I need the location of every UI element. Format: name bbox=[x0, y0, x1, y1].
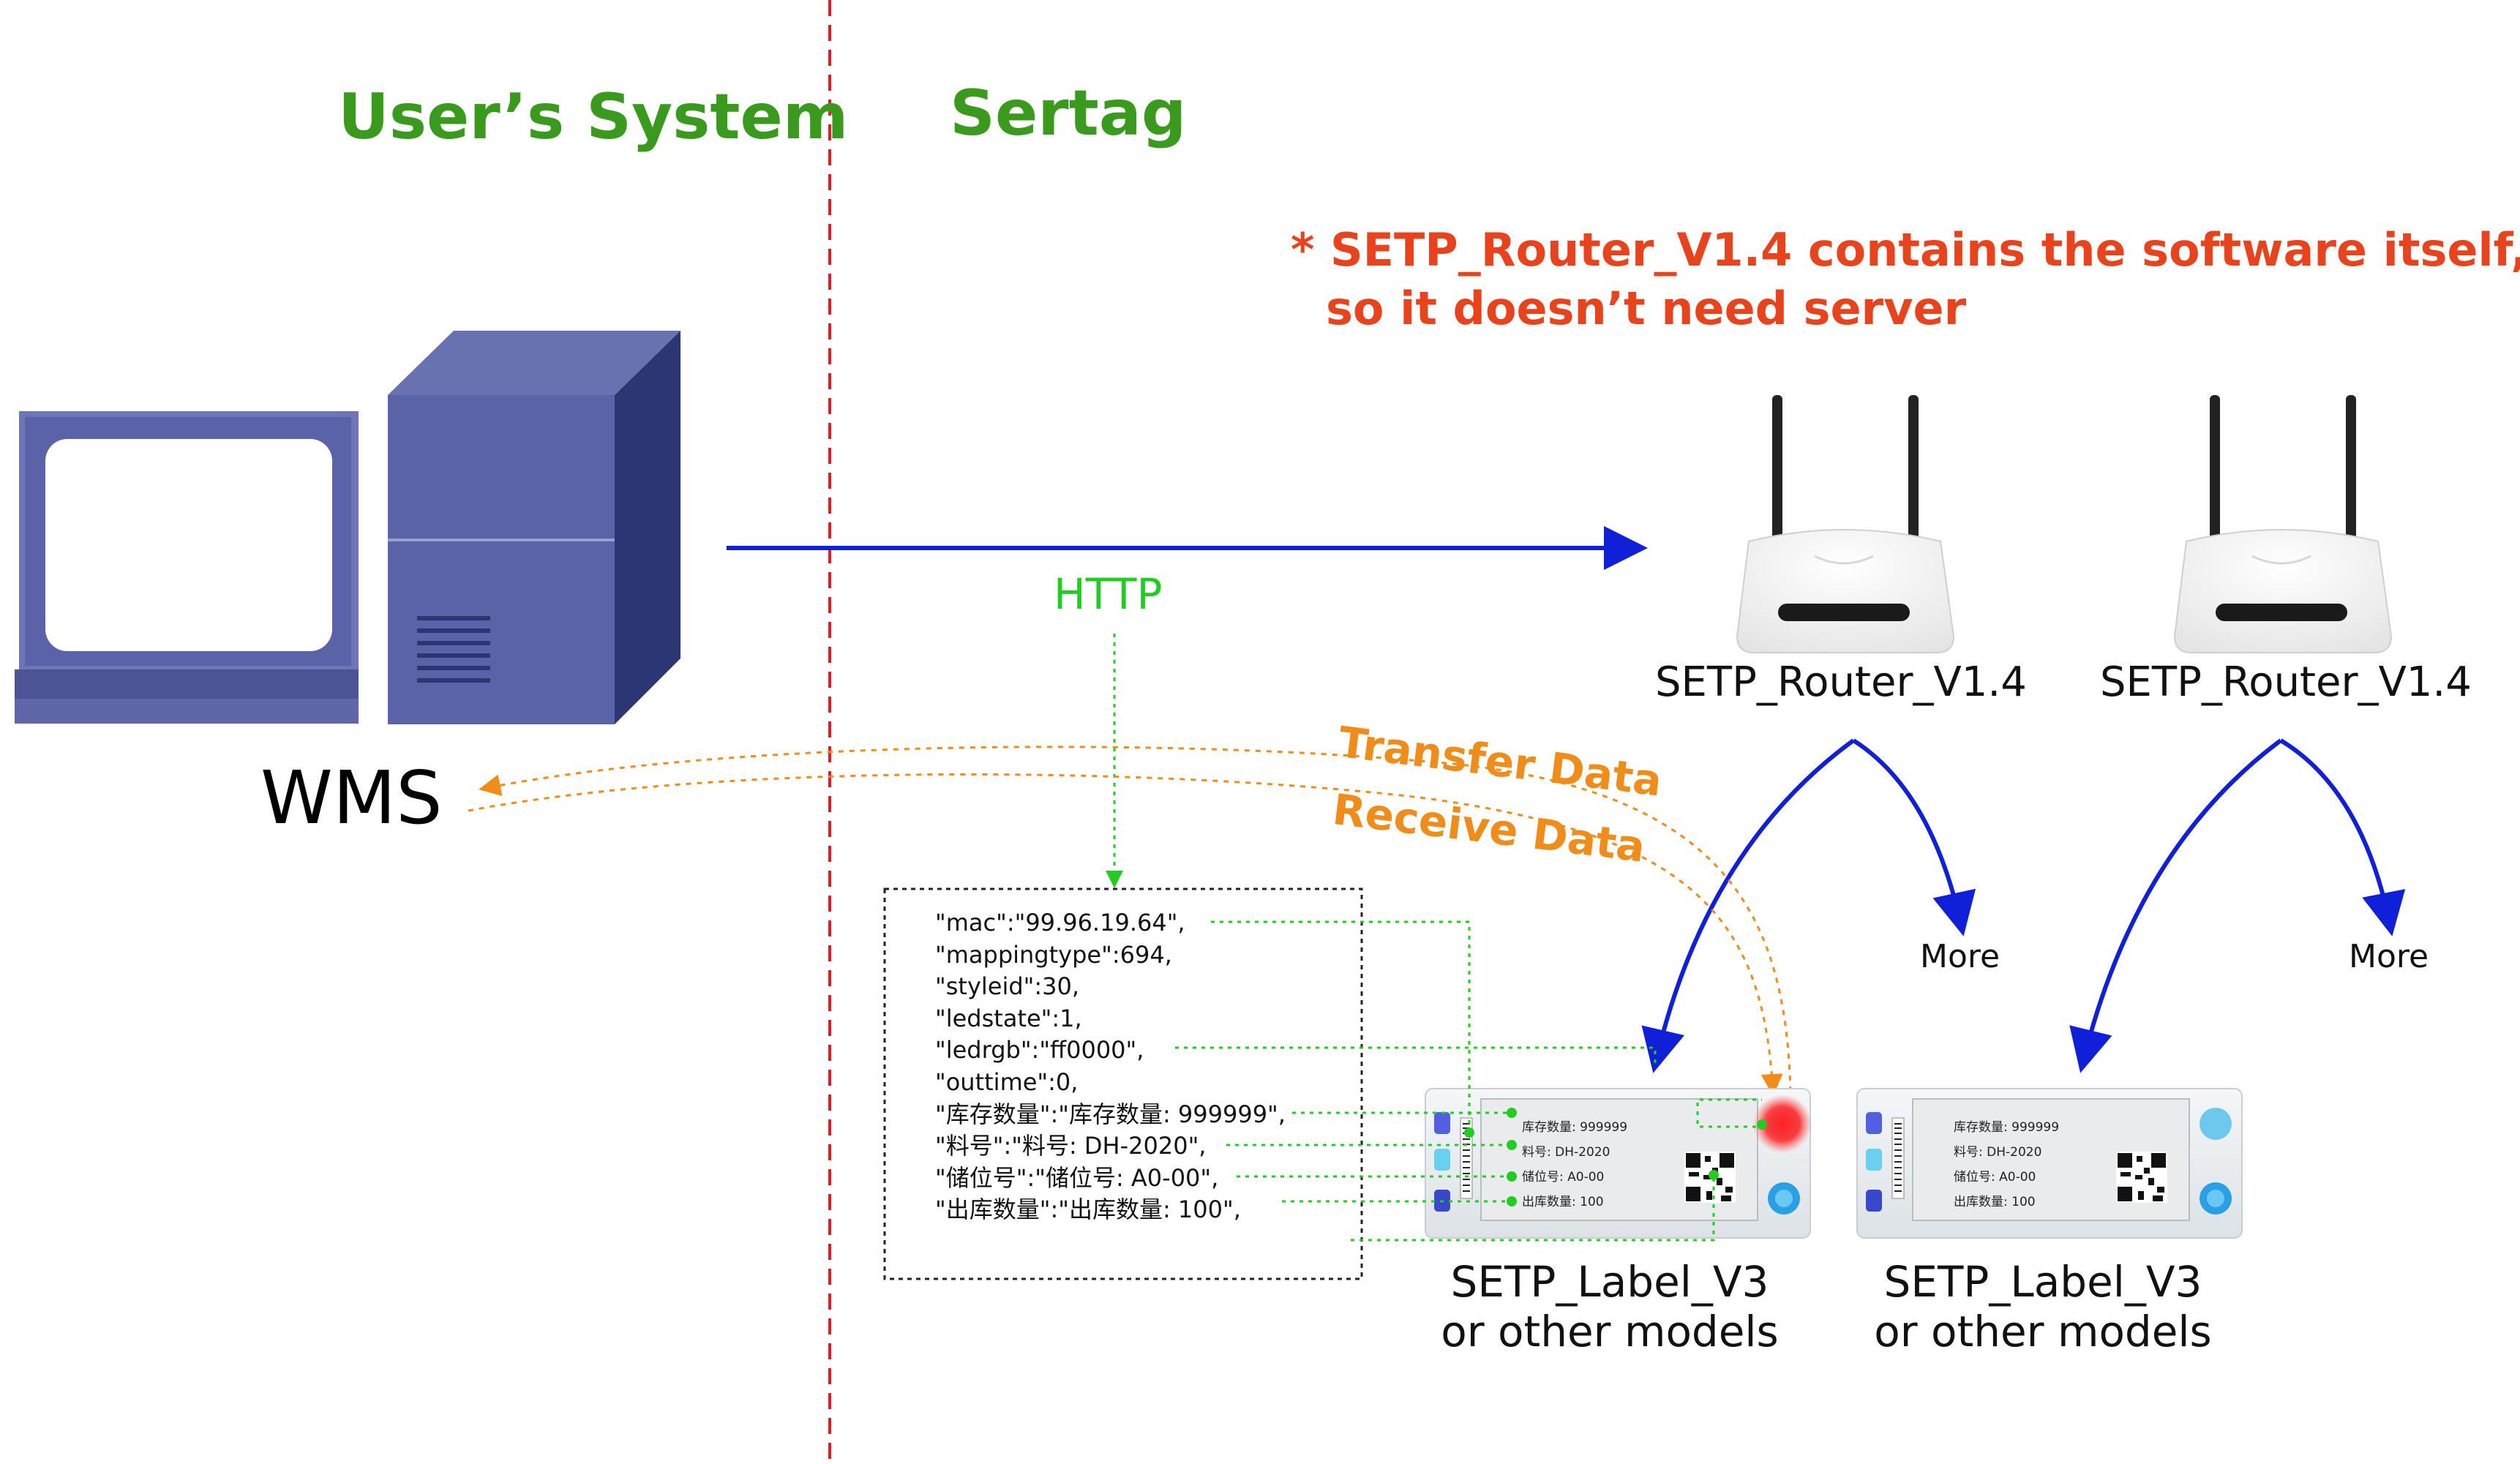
connector-endpoints bbox=[1464, 1108, 1767, 1206]
wms-label: WMS bbox=[260, 755, 443, 841]
json-line: "ledstate":1, bbox=[935, 1004, 1082, 1032]
tag-screen-line: 出库数量: 100 bbox=[1522, 1195, 1604, 1209]
router-icon bbox=[1736, 395, 1955, 653]
tag-screen-line: 库存数量: 999999 bbox=[1522, 1120, 1628, 1135]
json-line: "ledrgb":"ff0000", bbox=[935, 1036, 1144, 1065]
json-payload-text: "mac":"99.96.19.64", "mappingtype":694, … bbox=[935, 907, 1286, 1226]
more-label: More bbox=[2349, 938, 2429, 975]
label-model-alt: or other models bbox=[1874, 1307, 2212, 1356]
label-model-name: SETP_Label_V3 bbox=[1450, 1257, 1769, 1307]
json-line: "料号":"料号: DH-2020", bbox=[935, 1132, 1207, 1160]
electronic-shelf-label bbox=[1856, 1088, 2243, 1239]
more-label: More bbox=[1920, 938, 2000, 975]
json-line: "库存数量":"库存数量: 999999", bbox=[935, 1100, 1286, 1128]
router-label: SETP_Router_V1.4 bbox=[2100, 658, 2472, 706]
router1-to-more-arrow bbox=[1852, 738, 1976, 936]
wms-computer-icon bbox=[15, 331, 680, 724]
label-model-caption: SETP_Label_V3 or other models bbox=[1860, 1257, 2226, 1356]
tag-screen-line: 库存数量: 999999 bbox=[1954, 1120, 2060, 1135]
json-line: "储位号":"储位号: A0-00", bbox=[935, 1163, 1219, 1192]
receive-data-arrow bbox=[468, 773, 1783, 1096]
transfer-data-arrow bbox=[479, 746, 1792, 1092]
json-to-label-connectors bbox=[1175, 920, 1762, 1242]
tag-screen-line: 料号: DH-2020 bbox=[1954, 1145, 2042, 1160]
sertag-heading: Sertag bbox=[950, 77, 1187, 150]
json-line: "mappingtype":694, bbox=[935, 940, 1172, 969]
electronic-shelf-label bbox=[1425, 1088, 1812, 1239]
label-model-alt: or other models bbox=[1441, 1307, 1779, 1356]
router2-to-more-arrow bbox=[2279, 738, 2406, 936]
router-icon bbox=[2173, 395, 2393, 653]
tag-screen-line: 储位号: A0-00 bbox=[1522, 1170, 1605, 1185]
router-label: SETP_Router_V1.4 bbox=[1655, 658, 2027, 706]
router1-to-label-arrow bbox=[1641, 738, 1855, 1073]
label-model-caption: SETP_Label_V3 or other models bbox=[1427, 1257, 1793, 1356]
tag-screen-line: 出库数量: 100 bbox=[1954, 1195, 2036, 1209]
users-system-heading: User’s System bbox=[338, 80, 849, 154]
router2-to-label-arrow bbox=[2069, 738, 2282, 1073]
router-note-line2: so it doesn’t need server bbox=[1326, 282, 1967, 335]
json-payload-box bbox=[883, 887, 1363, 1280]
tag-screen-line: 储位号: A0-00 bbox=[1954, 1170, 2036, 1185]
tag-screen-line: 料号: DH-2020 bbox=[1522, 1145, 1610, 1160]
router-note-line1: * SETP_Router_V1.4 contains the software… bbox=[1291, 223, 2520, 277]
json-line: "mac":"99.96.19.64", bbox=[935, 909, 1185, 936]
json-line: "出库数量":"出库数量: 100", bbox=[935, 1195, 1241, 1224]
label-model-name: SETP_Label_V3 bbox=[1883, 1257, 2202, 1307]
http-label: HTTP bbox=[1054, 569, 1163, 619]
json-line: "styleid":30, bbox=[935, 972, 1080, 1001]
json-line: "outtime":0, bbox=[935, 1067, 1079, 1096]
